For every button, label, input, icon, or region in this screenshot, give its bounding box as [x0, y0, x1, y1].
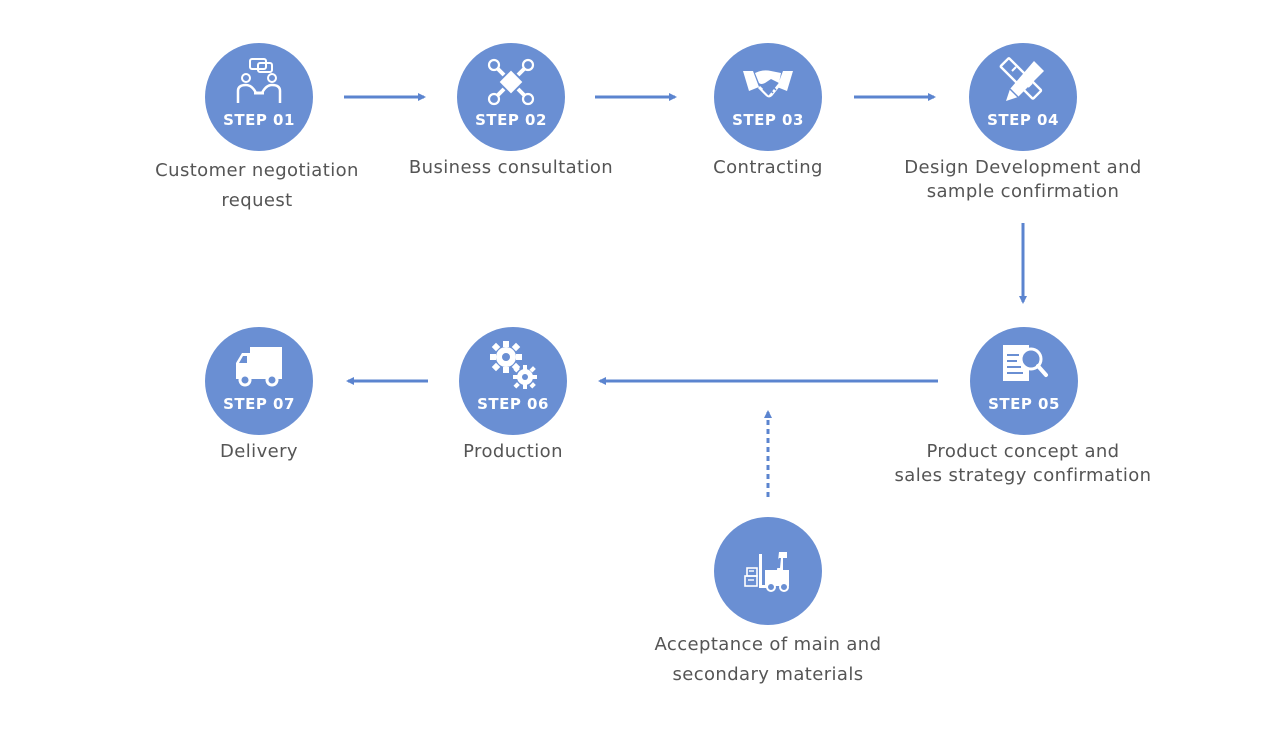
step-06-node: STEP 06: [459, 327, 567, 435]
step-label: STEP 05: [988, 395, 1060, 413]
step-02-caption: Business consultation: [408, 157, 614, 178]
handshake-icon: [743, 57, 793, 107]
materials-node: [714, 517, 822, 625]
consultation-icon: [486, 57, 536, 107]
step-03-node: STEP 03: [714, 43, 822, 151]
materials-caption: Acceptance of main and secondary materia…: [654, 634, 882, 685]
step-05-caption: Product concept and sales strategy confi…: [894, 441, 1152, 486]
step-04-caption: Design Development and sample confirmati…: [904, 157, 1142, 202]
document-search-icon: [999, 341, 1049, 391]
negotiation-icon: [234, 57, 284, 107]
step-label: STEP 02: [475, 111, 547, 129]
step-06-caption: Production: [463, 441, 563, 462]
forklift-icon: [743, 546, 793, 596]
step-01-caption: Customer negotiation request: [155, 160, 359, 211]
step-07-node: STEP 07: [205, 327, 313, 435]
truck-icon: [234, 341, 284, 391]
step-03-caption: Contracting: [713, 157, 823, 178]
step-04-node: STEP 04: [969, 43, 1077, 151]
gears-icon: [488, 341, 538, 391]
step-label: STEP 04: [987, 111, 1059, 129]
step-05-node: STEP 05: [970, 327, 1078, 435]
step-02-node: STEP 02: [457, 43, 565, 151]
step-01-node: STEP 01: [205, 43, 313, 151]
step-label: STEP 03: [732, 111, 804, 129]
pencil-ruler-icon: [998, 57, 1048, 107]
step-label: STEP 06: [477, 395, 549, 413]
step-label: STEP 07: [223, 395, 295, 413]
step-07-caption: Delivery: [220, 441, 298, 462]
step-label: STEP 01: [223, 111, 295, 129]
